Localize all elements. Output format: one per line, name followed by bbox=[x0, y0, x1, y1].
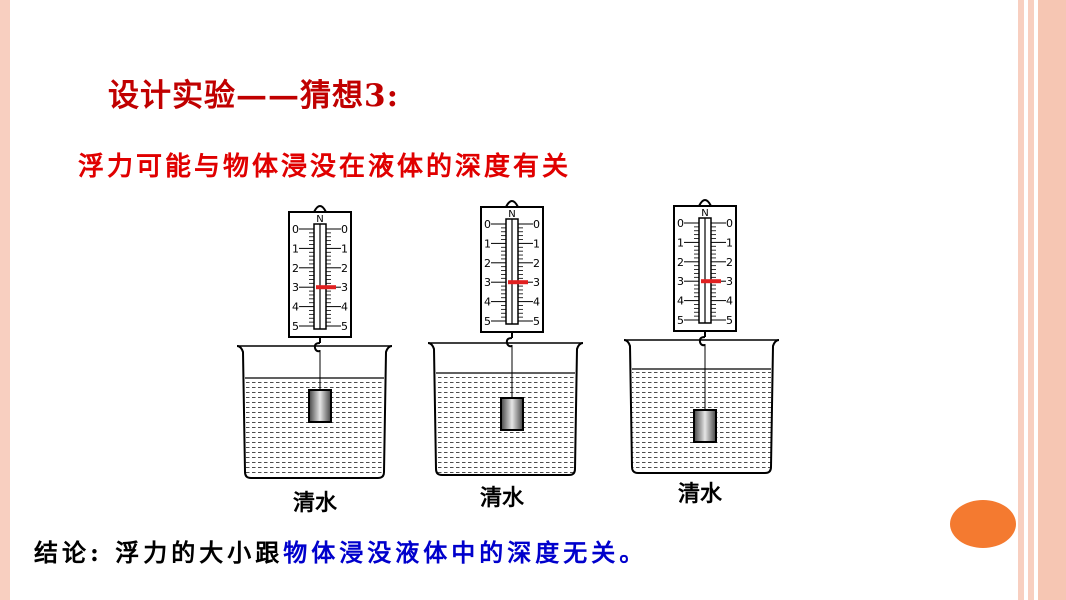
beaker-outline bbox=[623, 339, 780, 474]
tick-label-left: 2 bbox=[292, 262, 299, 275]
tick-label-right: 4 bbox=[341, 301, 348, 314]
tick-label-left: 4 bbox=[484, 296, 491, 309]
scale-ring bbox=[505, 200, 519, 208]
scale-hook bbox=[505, 337, 513, 348]
tick-label-right: 3 bbox=[533, 276, 540, 289]
hypothesis-text: 浮力可能与物体浸没在液体的深度有关 bbox=[78, 152, 572, 182]
metal-block bbox=[693, 409, 717, 443]
tick-label-left: 5 bbox=[292, 320, 299, 333]
setup-1: N 0 0 1 1 2 2 3 3 4 4 5 5 bbox=[236, 205, 393, 479]
tick-label-left: 5 bbox=[484, 315, 491, 328]
tick-label-left: 0 bbox=[484, 218, 491, 231]
tick-label-right: 2 bbox=[726, 256, 733, 269]
setup-2: N 0 0 1 1 2 2 3 3 4 4 5 5 bbox=[427, 200, 584, 476]
scale-pointer bbox=[316, 285, 336, 290]
tick-label-right: 5 bbox=[726, 314, 733, 327]
tick-label-left: 1 bbox=[484, 237, 491, 250]
tick-label-left: 1 bbox=[292, 242, 299, 255]
tick-label-left: 3 bbox=[677, 275, 684, 288]
scale-hook bbox=[698, 336, 706, 347]
scale-pointer bbox=[508, 280, 528, 285]
scale-pointer bbox=[701, 279, 721, 284]
tick-label-right: 1 bbox=[341, 242, 348, 255]
tick-label-left: 0 bbox=[677, 217, 684, 230]
tick-label-left: 5 bbox=[677, 314, 684, 327]
scale-unit-label: N bbox=[701, 208, 708, 219]
left-border-stripe bbox=[0, 0, 10, 600]
right-border-stripes bbox=[1018, 0, 1066, 600]
tick-label-right: 4 bbox=[533, 296, 540, 309]
decorative-orange-circle bbox=[950, 500, 1016, 548]
tick-label-left: 3 bbox=[292, 281, 299, 294]
liquid-label-2: 清水 bbox=[480, 485, 525, 511]
tick-label-right: 4 bbox=[726, 295, 733, 308]
scale-ring bbox=[698, 199, 712, 207]
tick-label-right: 0 bbox=[726, 217, 733, 230]
tick-label-right: 0 bbox=[533, 218, 540, 231]
scale-unit-label: N bbox=[316, 214, 323, 225]
tick-label-right: 2 bbox=[533, 257, 540, 270]
tick-label-right: 3 bbox=[341, 281, 348, 294]
tick-label-right: 5 bbox=[341, 320, 348, 333]
tick-label-left: 3 bbox=[484, 276, 491, 289]
tick-label-right: 3 bbox=[726, 275, 733, 288]
tick-label-right: 5 bbox=[533, 315, 540, 328]
tick-label-left: 0 bbox=[292, 223, 299, 236]
scale-ring bbox=[313, 205, 327, 213]
tick-label-left: 2 bbox=[677, 256, 684, 269]
liquid-label-1: 清水 bbox=[293, 490, 338, 516]
tick-label-right: 0 bbox=[341, 223, 348, 236]
metal-block bbox=[500, 397, 524, 431]
tick-label-right: 2 bbox=[341, 262, 348, 275]
beaker-outline bbox=[236, 345, 393, 479]
tick-label-left: 1 bbox=[677, 236, 684, 249]
tick-label-left: 4 bbox=[677, 295, 684, 308]
tick-label-right: 1 bbox=[533, 237, 540, 250]
metal-block bbox=[308, 389, 332, 423]
conclusion-highlight: 物体浸没液体中的深度无关。 bbox=[283, 538, 648, 567]
tick-label-left: 2 bbox=[484, 257, 491, 270]
setup-3: N 0 0 1 1 2 2 3 3 4 4 5 5 bbox=[623, 199, 780, 474]
beaker-outline bbox=[427, 342, 584, 476]
slide-title: 设计实验——猜想3: bbox=[108, 78, 400, 114]
tick-label-left: 4 bbox=[292, 301, 299, 314]
conclusion-text: 结论: 浮力的大小跟物体浸没液体中的深度无关。 bbox=[34, 533, 647, 568]
tick-label-right: 1 bbox=[726, 236, 733, 249]
liquid-label-3: 清水 bbox=[678, 481, 723, 507]
conclusion-prefix: 结论: 浮力的大小跟 bbox=[34, 538, 284, 567]
scale-unit-label: N bbox=[508, 209, 515, 220]
scale-hook bbox=[313, 342, 321, 353]
